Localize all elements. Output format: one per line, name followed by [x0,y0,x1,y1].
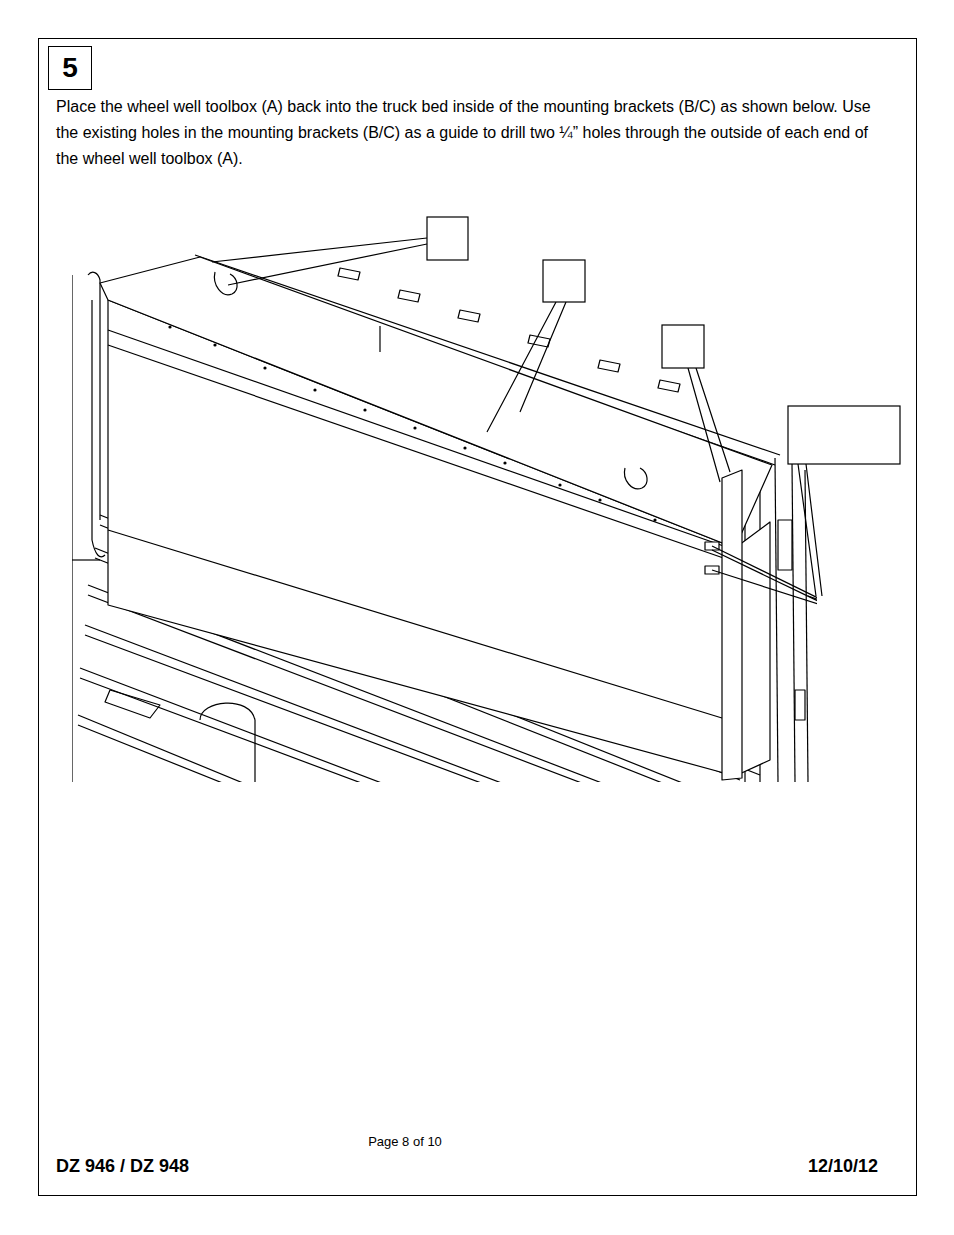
rivets [168,325,656,521]
rivet [213,343,216,346]
drill-bit [808,596,817,602]
lid-lip [108,345,735,562]
bracket-plate [722,470,742,780]
floor-rib [80,668,400,782]
rivet [263,366,266,369]
drill-guide [712,546,817,598]
wall-edge [72,559,100,560]
toolbox-lid [100,257,772,548]
wheel-well-toolbox [100,257,772,776]
wall-bracket [778,520,792,570]
floor-rib [80,678,380,782]
rivet [598,498,601,501]
wall-edge [792,462,795,782]
stake-pocket [528,335,550,347]
stake-pocket [658,380,680,392]
callout-box [788,406,900,464]
leader-line [487,302,566,432]
page-number: Page 8 of 10 [330,1134,480,1150]
stake-pocket [338,268,360,280]
leader-line [688,368,730,482]
bed-side-left [72,272,105,782]
callouts [212,217,900,596]
hinge-mark [379,326,380,352]
wall-bracket [795,690,805,720]
callout-box [662,325,704,368]
rivet [463,446,466,449]
rivet [168,325,171,328]
stake-pocket [598,360,620,372]
rivet [653,518,656,521]
callout-box [543,260,585,302]
wall-edge [92,300,105,557]
wall-edge [775,458,778,782]
revision-date: 12/10/12 [578,1155,878,1177]
wall-edge [72,275,73,782]
latch [624,468,647,489]
leader-line [212,238,427,285]
mounting-bracket [705,470,742,780]
floor-rib [78,715,260,782]
instruction-text: Place the wheel well toolbox (A) back in… [56,94,886,172]
leader-line [798,464,822,596]
stake-pocket [458,310,480,322]
page-frame [39,39,917,1196]
model-number: DZ 946 / DZ 948 [56,1155,356,1177]
rivet [413,426,416,429]
rivet [363,408,366,411]
floor-fitting [200,703,255,782]
rivet [313,388,316,391]
rivet [558,483,561,486]
truck-bed-illustration [72,255,817,782]
step-number: 5 [62,52,78,84]
wall-edge [88,272,100,520]
drill [712,546,817,684]
floor-rib [78,725,240,782]
box-edge [108,530,735,722]
lid-edge [108,330,735,550]
tie-down [105,690,160,718]
rivet [503,461,506,464]
step-number-box: 5 [48,46,92,90]
drill-guide [712,550,817,601]
callout-box [427,217,468,260]
stake-pocket [398,290,420,302]
